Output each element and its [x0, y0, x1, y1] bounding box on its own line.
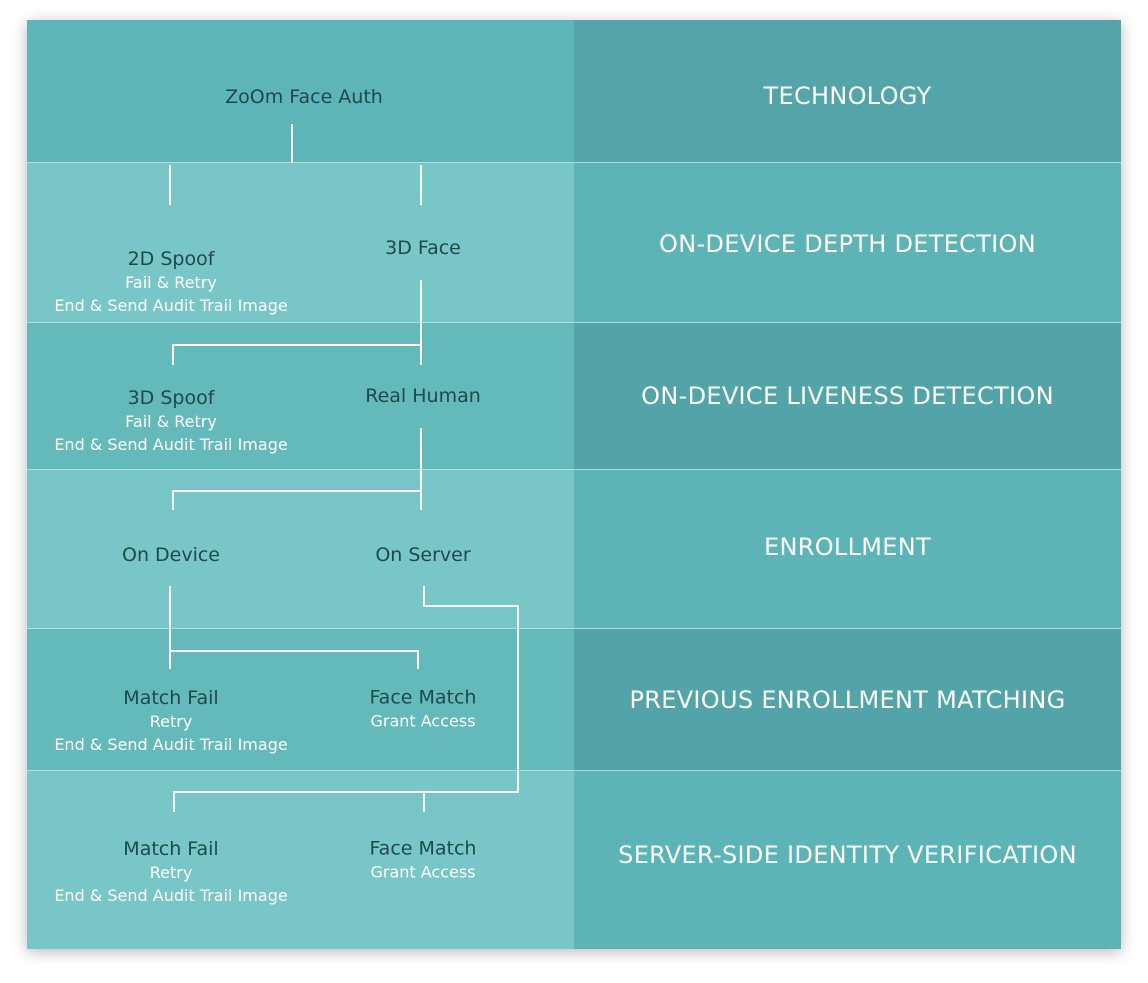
band-depth-flow-area — [27, 163, 574, 322]
band-server-flow-area — [27, 771, 574, 949]
node-title: ZoOm Face Auth — [225, 86, 383, 108]
node-server-match-fail: Match Fail Retry End & Send Audit Trail … — [27, 837, 321, 907]
node-title: Real Human — [365, 385, 481, 407]
node-title: Face Match — [369, 837, 477, 860]
node-title: 3D Face — [385, 237, 461, 259]
node-subtext: Grant Access — [370, 862, 476, 882]
band-previous-matching-stage-area — [574, 628, 1121, 771]
node-3d-spoof: 3D Spoof Fail & Retry End & Send Audit T… — [27, 386, 321, 456]
node-subtext: Retry — [149, 863, 193, 882]
node-2d-spoof: 2D Spoof Fail & Retry End & Send Audit T… — [27, 247, 321, 317]
node-3d-face: 3D Face — [273, 236, 573, 260]
connector-on-device-split — [169, 586, 419, 669]
node-on-device: On Device — [27, 543, 321, 567]
node-title: Match Fail — [123, 838, 219, 860]
band-technology — [27, 20, 1121, 163]
node-title: Face Match — [369, 686, 477, 709]
connector-on-server-route — [173, 586, 519, 812]
node-subtext: Retry — [149, 712, 193, 731]
band-liveness-detection — [27, 322, 1121, 469]
band-depth-stage-area — [574, 163, 1121, 322]
stage-label-technology: TECHNOLOGY — [763, 82, 932, 110]
node-subtext: End & Send Audit Trail Image — [54, 886, 288, 905]
band-server-stage-area — [574, 771, 1121, 949]
band-enrollment-flow-area — [27, 469, 574, 628]
band-enrollment-stage-area — [574, 469, 1121, 628]
node-server-face-match: Face Match Grant Access — [273, 837, 573, 884]
stage-label-depth-detection: ON-DEVICE DEPTH DETECTION — [659, 230, 1036, 258]
node-on-server: On Server — [273, 543, 573, 567]
band-divider — [27, 770, 1121, 771]
band-technology-stage-area — [574, 20, 1121, 163]
node-title: Match Fail — [123, 687, 219, 709]
connector-real-human-split — [172, 428, 422, 510]
node-subtext: End & Send Audit Trail Image — [54, 435, 288, 454]
node-previous-face-match: Face Match Grant Access — [273, 686, 573, 733]
band-liveness-stage-area — [574, 322, 1121, 469]
node-previous-match-fail: Match Fail Retry End & Send Audit Trail … — [27, 686, 321, 756]
band-divider — [27, 162, 1121, 163]
stage-label-server-side-verification: SERVER-SIDE IDENTITY VERIFICATION — [618, 841, 1077, 869]
node-title: On Server — [375, 544, 471, 566]
band-divider — [27, 322, 1121, 323]
connector-3d-face-split — [172, 280, 422, 365]
band-enrollment — [27, 469, 1121, 628]
connector-lines — [169, 124, 519, 812]
face-auth-flow-diagram: TECHNOLOGY ON-DEVICE DEPTH DETECTION ON-… — [27, 20, 1121, 949]
node-title: 3D Spoof — [127, 387, 215, 409]
stage-label-liveness-detection: ON-DEVICE LIVENESS DETECTION — [641, 382, 1054, 410]
band-liveness-flow-area — [27, 322, 574, 469]
node-subtext: Grant Access — [370, 711, 476, 731]
node-subtext: Fail & Retry — [125, 412, 217, 431]
band-depth-detection — [27, 163, 1121, 322]
stage-label-previous-enrollment-matching: PREVIOUS ENROLLMENT MATCHING — [629, 686, 1066, 714]
node-title: On Device — [121, 544, 220, 566]
band-divider — [27, 469, 1121, 470]
band-divider — [27, 628, 1121, 629]
band-server-side-verification — [27, 771, 1121, 949]
node-subtext: End & Send Audit Trail Image — [54, 735, 288, 754]
node-real-human: Real Human — [273, 384, 573, 408]
node-subtext: Fail & Retry — [125, 273, 217, 292]
band-technology-flow-area — [27, 20, 574, 163]
stage-label-enrollment: ENROLLMENT — [764, 533, 931, 561]
node-subtext: End & Send Audit Trail Image — [54, 296, 288, 315]
node-zoom-face-auth: ZoOm Face Auth — [154, 85, 454, 109]
node-title: 2D Spoof — [127, 248, 215, 270]
band-previous-enrollment-matching — [27, 628, 1121, 771]
